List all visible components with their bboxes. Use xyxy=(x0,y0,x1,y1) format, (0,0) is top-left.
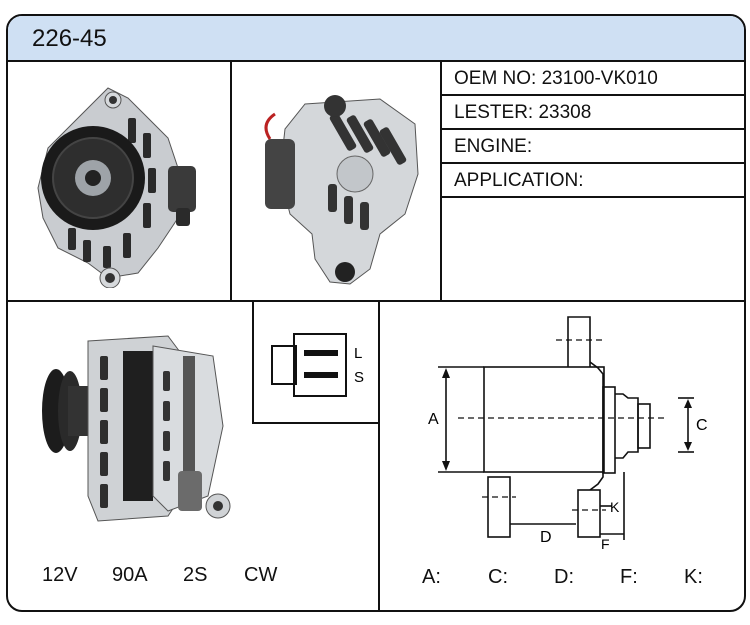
dimension-d-label: D: xyxy=(554,566,574,588)
dimension-c-label: C: xyxy=(488,566,508,588)
rotation-spec: CW xyxy=(244,564,278,586)
alternator-rear-photo xyxy=(264,95,419,285)
divider xyxy=(440,128,744,130)
dimension-marker-f: F xyxy=(601,536,610,552)
voltage-spec: 12V xyxy=(42,564,78,586)
product-card: 226-45 OEM NO: 23100-VK010 LESTER: 23308… xyxy=(6,14,746,612)
alternator-side-photo xyxy=(42,335,231,522)
dimension-f-label: F: xyxy=(620,566,638,588)
dimension-marker-d: D xyxy=(540,529,552,546)
divider xyxy=(252,302,254,424)
alternator-front-photo xyxy=(37,87,196,288)
divider xyxy=(252,422,378,424)
part-number: 226-45 xyxy=(32,25,107,52)
divider xyxy=(230,60,232,300)
connector-diagram: L S xyxy=(271,333,364,397)
divider xyxy=(440,162,744,164)
lester-number: LESTER: 23308 xyxy=(454,102,592,123)
header-bar: 226-45 xyxy=(8,16,744,62)
dimension-marker-c: C xyxy=(696,417,708,434)
dimension-k-label: K: xyxy=(684,566,703,588)
application-label: APPLICATION: xyxy=(454,170,584,191)
engine-label: ENGINE: xyxy=(454,136,533,157)
connector-pin-s: S xyxy=(354,369,364,386)
divider xyxy=(440,196,744,198)
dimension-marker-a: A xyxy=(428,411,439,428)
oem-number: OEM NO: 23100-VK010 xyxy=(454,68,658,89)
amperage-spec: 90A xyxy=(112,564,148,586)
dimension-diagram: A C D F K xyxy=(428,316,708,552)
pulley-spec: 2S xyxy=(183,564,208,586)
dimension-marker-k: K xyxy=(610,499,620,515)
divider xyxy=(8,300,744,302)
connector-pin-l: L xyxy=(354,345,362,362)
divider xyxy=(440,60,442,300)
divider xyxy=(378,302,380,610)
dimension-a-label: A: xyxy=(422,566,441,588)
divider xyxy=(440,94,744,96)
